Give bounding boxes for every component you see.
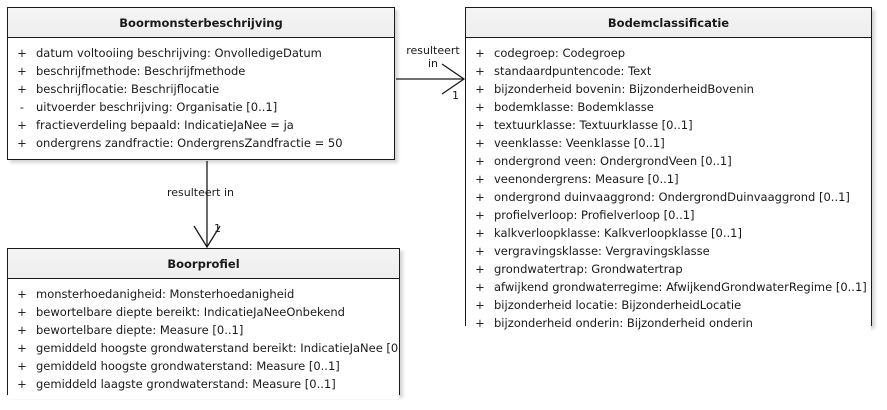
class-attribute-row: + ondergrond duinvaaggrond: OndergrondDui… (466, 188, 871, 206)
attribute-signature: veenklasse: Veenklasse [0..1] (494, 136, 665, 150)
attribute-visibility: + (17, 323, 27, 337)
attribute-visibility: + (475, 280, 485, 294)
attribute-visibility: + (17, 377, 27, 391)
class-name-boormonsterbeschrijving: Boormonsterbeschrijving (8, 8, 394, 38)
class-attribute-row: + veenondergrens: Measure [0..1] (466, 170, 871, 188)
class-attribute-row: + beschrijfmethode: Beschrijfmethode (8, 62, 394, 80)
attribute-visibility: - (19, 100, 25, 114)
attribute-visibility: + (17, 64, 27, 78)
association-label-vertical: resulteert in (167, 186, 235, 199)
attribute-signature: bodemklasse: Bodemklasse (494, 100, 654, 114)
class-attribute-row: + bodemklasse: Bodemklasse (466, 98, 871, 116)
class-attribute-row: + veenklasse: Veenklasse [0..1] (466, 134, 871, 152)
class-box-boormonsterbeschrijving[interactable]: Boormonsterbeschrijving + datum voltooiin… (7, 7, 395, 160)
attribute-signature: bijzonderheid locatie: BijzonderheidLoca… (494, 298, 742, 312)
attribute-visibility: + (17, 82, 27, 96)
class-attribute-row: + gemiddeld hoogste grondwaterstand: Meas… (8, 357, 399, 375)
association-label-horizontal-line1: resulteert (406, 44, 460, 57)
class-attribute-row: + gemiddeld laagste grondwaterstand: Meas… (8, 375, 399, 393)
attribute-visibility: + (475, 208, 485, 222)
class-attribute-row: + bijzonderheid locatie: BijzonderheidLoc… (466, 296, 871, 314)
attribute-visibility: + (475, 316, 485, 330)
association-label-horizontal-line2: in (427, 57, 439, 70)
attribute-visibility: + (475, 82, 485, 96)
attribute-signature: ondergrond duinvaaggrond: OndergrondDuin… (494, 190, 850, 204)
attribute-signature: codegroep: Codegroep (494, 46, 626, 60)
class-attributes-boorprofiel: + monsterhoedanigheid: Monsterhoedanighei… (8, 279, 399, 399)
class-attribute-row: + afwijkend grondwaterregime: AfwijkendGr… (466, 278, 871, 296)
attribute-signature: gemiddeld hoogste grondwaterstand bereik… (36, 341, 399, 355)
attribute-signature: datum voltooiing beschrijving: Onvolledi… (36, 46, 322, 60)
association-multiplicity-horizontal: 1 (452, 89, 459, 102)
class-attribute-row: -uitvoerder beschrijving: Organisatie [0… (8, 98, 394, 116)
class-attribute-row: + textuurklasse: Textuurklasse [0..1] (466, 116, 871, 134)
class-attributes-bodemclassificatie: + codegroep: Codegroep + standaardpuntencod… (466, 38, 871, 338)
attribute-visibility: + (17, 118, 27, 132)
attribute-signature: grondwatertrap: Grondwatertrap (494, 262, 683, 276)
attribute-signature: ondergrens zandfractie: OndergrensZandfr… (36, 136, 343, 150)
class-attributes-boormonsterbeschrijving: + datum voltooiing beschrijving: Onvolled… (8, 38, 394, 158)
attribute-signature: bijzonderheid onderin: Bijzonderheid ond… (494, 316, 753, 330)
class-attribute-row: + bijzonderheid onderin: Bijzonderheid on… (466, 314, 871, 332)
attribute-signature: textuurklasse: Textuurklasse [0..1] (494, 118, 693, 132)
attribute-visibility: + (17, 136, 27, 150)
attribute-visibility: + (475, 190, 485, 204)
association-label-horizontal: resulteert in (403, 44, 463, 70)
class-box-boorprofiel[interactable]: Boorprofiel + monsterhoedanigheid: Monste… (7, 248, 400, 399)
attribute-signature: gemiddeld hoogste grondwaterstand: Measu… (36, 359, 340, 373)
attribute-signature: beschrijflocatie: Beschrijflocatie (36, 82, 220, 96)
class-name-bodemclassificatie: Bodemclassificatie (466, 8, 871, 38)
class-attribute-row: + kalkverloopklasse: Kalkverloopklasse [0… (466, 224, 871, 242)
attribute-visibility: + (475, 244, 485, 258)
attribute-signature: veenondergrens: Measure [0..1] (494, 172, 679, 186)
attribute-signature: uitvoerder beschrijving: Organisatie [0.… (36, 100, 278, 114)
attribute-visibility: + (475, 226, 485, 240)
class-attribute-row: + beschrijflocatie: Beschrijflocatie (8, 80, 394, 98)
attribute-signature: bijzonderheid bovenin: BijzonderheidBove… (494, 82, 754, 96)
class-attribute-row: + bewortelbare diepte bereikt: IndicatieJ… (8, 303, 399, 321)
class-attribute-row: + bijzonderheid bovenin: BijzonderheidBov… (466, 80, 871, 98)
attribute-visibility: + (475, 118, 485, 132)
attribute-signature: bewortelbare diepte bereikt: IndicatieJa… (36, 305, 345, 319)
attribute-visibility: + (17, 287, 27, 301)
class-attribute-row: + monsterhoedanigheid: Monsterhoedanighei… (8, 285, 399, 303)
class-name-boorprofiel: Boorprofiel (8, 249, 399, 279)
attribute-signature: gemiddeld laagste grondwaterstand: Measu… (36, 377, 336, 391)
class-attribute-row: + ondergrens zandfractie: OndergrensZandf… (8, 134, 394, 152)
class-attribute-row: + gemiddeld hoogste grondwaterstand berei… (8, 339, 399, 357)
association-multiplicity-vertical: 1 (214, 222, 221, 235)
attribute-signature: monsterhoedanigheid: Monsterhoedanigheid (36, 287, 295, 301)
attribute-signature: kalkverloopklasse: Kalkverloopklasse [0.… (494, 226, 742, 240)
class-attribute-row: + datum voltooiing beschrijving: Onvolled… (8, 44, 394, 62)
attribute-signature: ondergrond veen: OndergrondVeen [0..1] (494, 154, 732, 168)
attribute-visibility: + (475, 262, 485, 276)
attribute-visibility: + (17, 341, 27, 355)
class-attribute-row: + profielverloop: Profielverloop [0..1] (466, 206, 871, 224)
attribute-signature: beschrijfmethode: Beschrijfmethode (36, 64, 246, 78)
attribute-signature: bewortelbare diepte: Measure [0..1] (36, 323, 244, 337)
attribute-signature: standaardpuntencode: Text (494, 64, 652, 78)
class-attribute-row: + grondwatertrap: Grondwatertrap (466, 260, 871, 278)
attribute-visibility: + (475, 46, 485, 60)
attribute-visibility: + (17, 46, 27, 60)
attribute-signature: profielverloop: Profielverloop [0..1] (494, 208, 695, 222)
class-attribute-row: + codegroep: Codegroep (466, 44, 871, 62)
attribute-visibility: + (475, 298, 485, 312)
class-box-bodemclassificatie[interactable]: Bodemclassificatie + codegroep: Codegroep… (465, 7, 872, 338)
attribute-visibility: + (475, 100, 485, 114)
attribute-signature: fractieverdeling bepaald: IndicatieJaNee… (36, 118, 294, 132)
attribute-visibility: + (17, 359, 27, 373)
attribute-visibility: + (475, 64, 485, 78)
class-attribute-row: + fractieverdeling bepaald: IndicatieJaNe… (8, 116, 394, 134)
attribute-signature: afwijkend grondwaterregime: AfwijkendGro… (494, 280, 867, 294)
attribute-signature: vergravingsklasse: Vergravingsklasse (494, 244, 710, 258)
attribute-visibility: + (475, 172, 485, 186)
attribute-visibility: + (475, 154, 485, 168)
class-attribute-row: + bewortelbare diepte: Measure [0..1] (8, 321, 399, 339)
class-attribute-row: + ondergrond veen: OndergrondVeen [0..1] (466, 152, 871, 170)
attribute-visibility: + (475, 136, 485, 150)
class-attribute-row: + vergravingsklasse: Vergravingsklasse (466, 242, 871, 260)
attribute-visibility: + (17, 305, 27, 319)
class-attribute-row: + standaardpuntencode: Text (466, 62, 871, 80)
